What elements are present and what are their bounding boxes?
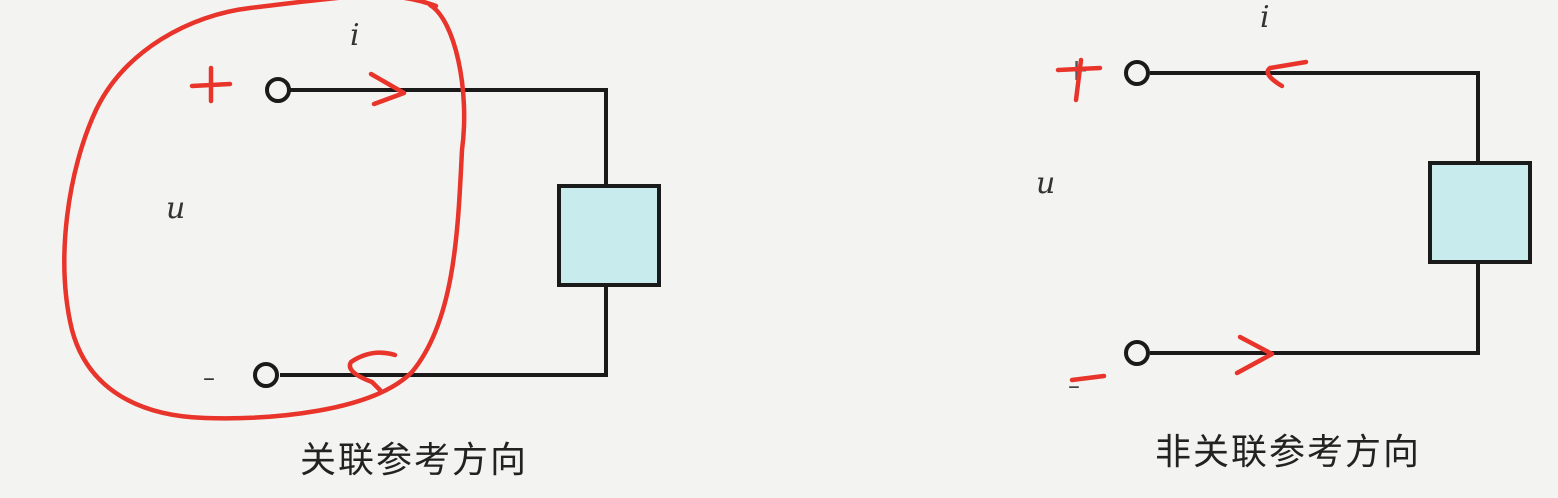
- voltage-label: u: [166, 191, 185, 226]
- plus-sign-annotation: [1055, 57, 1103, 103]
- circuit-non-associated: i u + – 非关联参考方向: [1036, 0, 1532, 473]
- current-label: i: [1260, 0, 1270, 35]
- current-arrow-right: [1234, 334, 1275, 376]
- top-wire: [1150, 71, 1480, 163]
- top-terminal: [1124, 60, 1150, 86]
- caption-non-associated: 非关联参考方向: [1155, 432, 1421, 473]
- current-label: i: [350, 18, 360, 53]
- current-arrow-left: [1265, 59, 1309, 89]
- bottom-terminal: [1124, 340, 1150, 366]
- minus-label: –: [1068, 372, 1080, 400]
- top-wire: [290, 88, 608, 186]
- circled-annotation: [62, 0, 467, 421]
- circuit-element-box: [557, 184, 661, 287]
- caption-associated: 关联参考方向: [300, 440, 528, 481]
- plus-sign-annotation: [189, 65, 233, 104]
- current-arrow-in: [368, 71, 407, 107]
- current-arrow-out: [347, 350, 398, 393]
- top-terminal: [265, 77, 291, 103]
- circuit-associated: i u – 关联参考方向: [62, 0, 661, 481]
- bottom-wire: [1150, 262, 1480, 355]
- circuit-element-box: [1428, 161, 1532, 264]
- minus-sign-annotation: [1069, 373, 1107, 383]
- voltage-label: u: [1036, 166, 1055, 201]
- minus-label: –: [203, 364, 215, 392]
- bottom-terminal: [253, 362, 279, 388]
- bottom-wire: [280, 285, 608, 377]
